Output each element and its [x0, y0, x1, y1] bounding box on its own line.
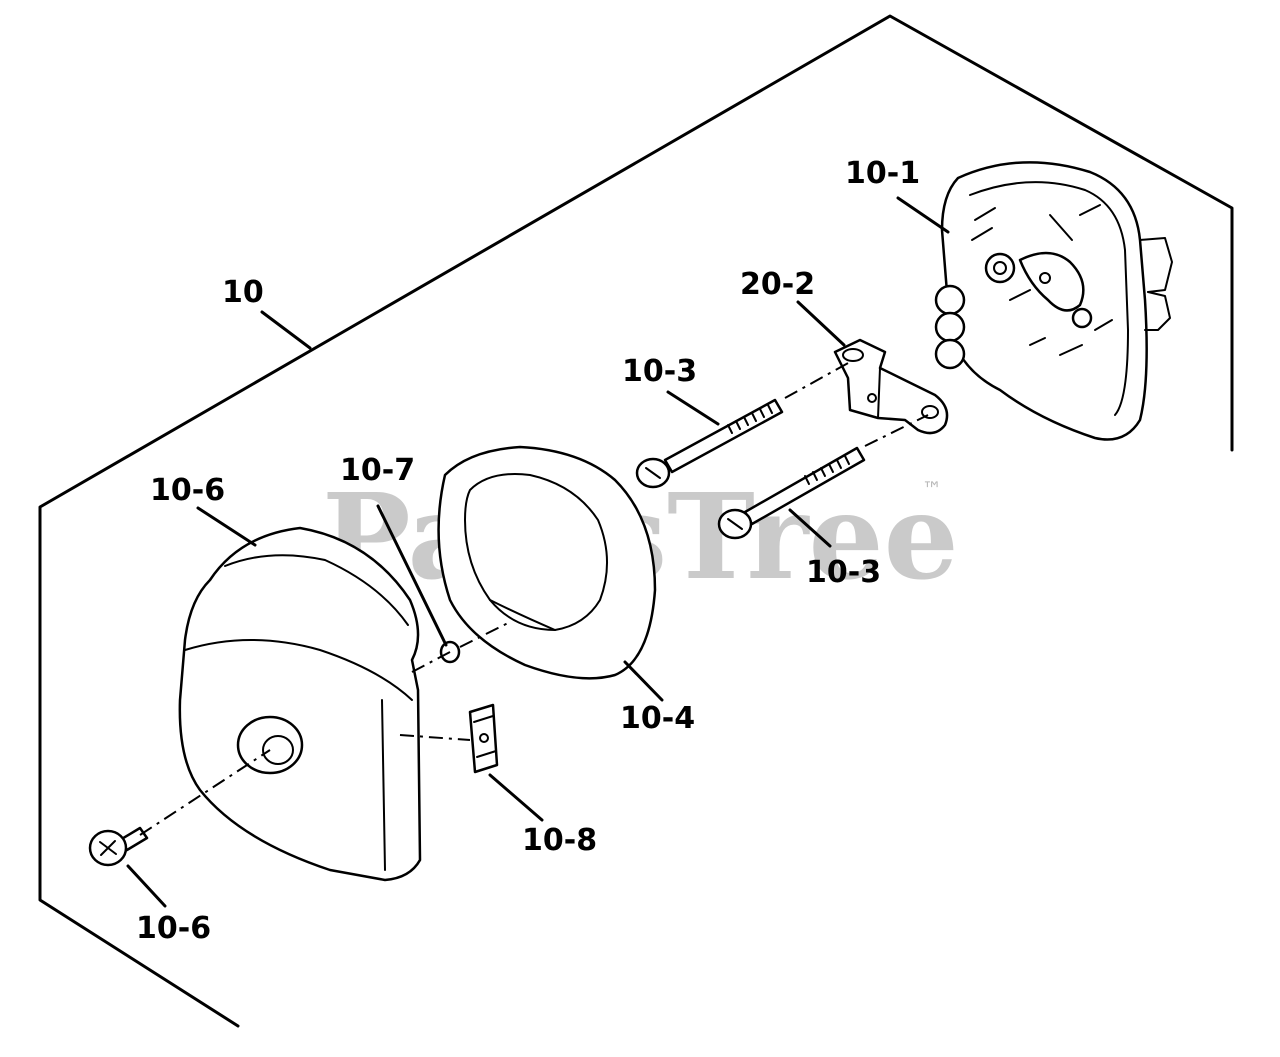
callout-10-8: 10-8 [522, 823, 597, 858]
axis-gasket-to-element [459, 621, 511, 648]
leader-10-6a [196, 506, 257, 547]
leader-10-3a [666, 390, 720, 426]
axis-cover-to-gasket [411, 651, 451, 673]
watermark-trademark: ™ [922, 477, 942, 501]
bracket [833, 338, 949, 435]
axis-bolt-to-cover [139, 749, 271, 836]
callout-10-3a: 10-3 [622, 354, 697, 389]
leader-10-6b [126, 864, 167, 908]
leader-10-4 [623, 660, 664, 702]
leader-10-8 [488, 773, 544, 822]
callout-20-2: 20-2 [740, 267, 815, 302]
callout-10: 10 [222, 275, 264, 310]
air-cleaner-base [934, 161, 1173, 441]
screw-lower [717, 446, 866, 540]
axis-upper-screw [784, 361, 851, 399]
leader-10-3b [788, 508, 832, 548]
callout-10-3b: 10-3 [806, 555, 881, 590]
warning-label [468, 703, 499, 774]
axis-lower-screw [864, 414, 929, 447]
assembly-outline [38, 14, 1234, 1028]
leader-10 [260, 310, 312, 350]
cover-bolt [88, 826, 149, 867]
foam-element [437, 445, 657, 680]
screw-upper [635, 398, 784, 489]
leader-20-2 [796, 300, 846, 347]
leader-10-7 [376, 504, 448, 647]
callout-10-4: 10-4 [620, 701, 695, 736]
callout-10-1: 10-1 [845, 156, 920, 191]
callout-10-6a: 10-6 [150, 473, 225, 508]
leader-10-1 [896, 196, 950, 234]
air-filter-cover [178, 526, 422, 882]
callout-10-6b: 10-6 [136, 911, 211, 946]
axis-label [399, 734, 471, 741]
callout-10-7: 10-7 [340, 453, 415, 488]
